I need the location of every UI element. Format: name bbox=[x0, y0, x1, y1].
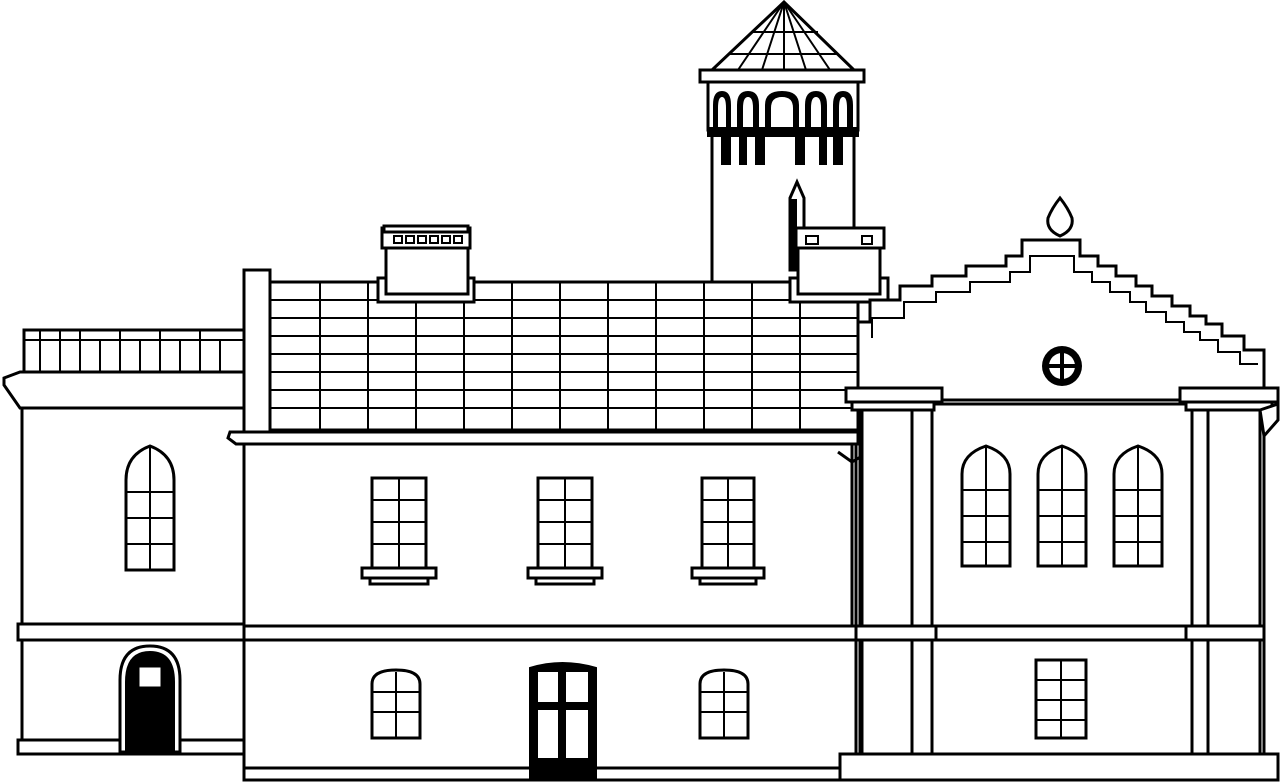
main-upper-window bbox=[360, 476, 438, 586]
right-wing-gothic-window bbox=[960, 444, 1012, 568]
left-wing-gothic-window bbox=[124, 444, 176, 572]
main-entrance-door bbox=[529, 662, 597, 781]
tower-belfry-arches bbox=[706, 80, 860, 137]
main-lower-arched-window bbox=[698, 668, 750, 740]
main-upper-window bbox=[690, 476, 766, 586]
gable-round-window bbox=[1042, 346, 1082, 386]
main-lower-arched-window bbox=[370, 668, 422, 740]
left-wing bbox=[2, 328, 252, 756]
tower-slots bbox=[721, 135, 843, 165]
roof-dormer-right bbox=[788, 226, 890, 304]
main-building-tiled-roof bbox=[268, 280, 860, 432]
right-wing-pilaster-right bbox=[1178, 386, 1280, 756]
main-upper-window bbox=[526, 476, 604, 586]
right-wing-lower-window bbox=[1034, 658, 1088, 740]
left-wing-door bbox=[118, 644, 182, 754]
right-wing-gothic-window bbox=[1112, 444, 1164, 568]
tower-pyramid-roof bbox=[698, 0, 866, 84]
main-building-corner-pilaster bbox=[242, 268, 272, 434]
roof-dormer-left bbox=[376, 224, 476, 304]
right-wing-pilaster-left bbox=[844, 386, 944, 756]
left-wing-cornice bbox=[2, 370, 248, 410]
main-building bbox=[226, 224, 890, 782]
right-wing bbox=[838, 195, 1280, 782]
right-wing-gothic-window bbox=[1036, 444, 1088, 568]
main-building-eave bbox=[226, 430, 860, 446]
gable-finial bbox=[1046, 195, 1074, 238]
left-wing-parapet bbox=[22, 328, 246, 374]
stepped-gable bbox=[856, 238, 1266, 402]
central-tower bbox=[698, 0, 866, 284]
